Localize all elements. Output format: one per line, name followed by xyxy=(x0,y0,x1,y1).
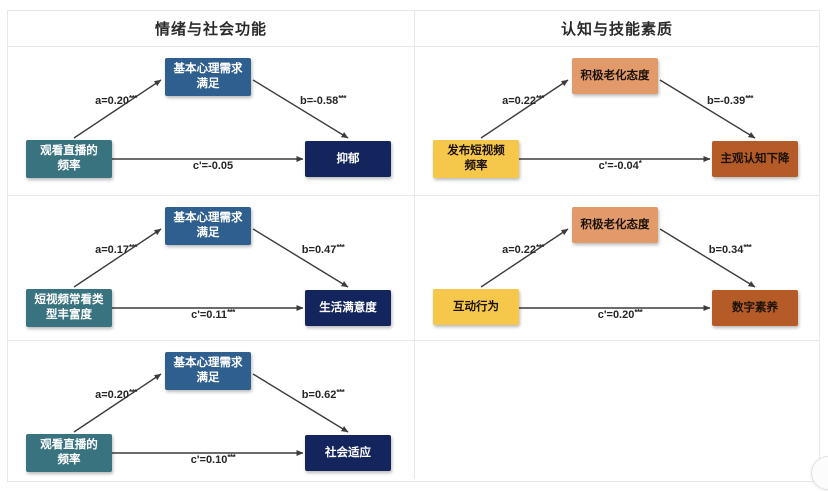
path-c-label: c'=-0.05 xyxy=(192,160,234,172)
mediator-box: 基本心理需求 满足 xyxy=(165,207,251,245)
path-b-label: b=-0.39*** xyxy=(706,94,754,107)
mediator-label-line2: 满足 xyxy=(196,77,220,90)
outcome-label: 抑郁 xyxy=(336,152,360,165)
path-b-label: b=0.47*** xyxy=(301,243,345,256)
predictor-label: 观看直播的 xyxy=(40,145,98,157)
path-b-arrow xyxy=(252,79,349,139)
column-title-cognition-skill: 认知与技能素质 xyxy=(560,21,673,38)
path-a-stars: *** xyxy=(536,243,544,252)
predictor-label-line2: 频率 xyxy=(57,159,81,172)
predictor-label-line2: 频率 xyxy=(57,453,81,466)
path-a-stars: *** xyxy=(536,94,544,103)
mediator-label: 基本心理需求 xyxy=(173,357,243,369)
mediator-label-line2: 满足 xyxy=(196,226,220,239)
path-b-stars: *** xyxy=(338,94,347,103)
predictor-box: 发布短视频 频率 xyxy=(433,140,519,178)
outcome-label: 社会适应 xyxy=(325,446,371,459)
mediator-label: 积极老化态度 xyxy=(580,218,650,231)
path-a-label: a=0.20*** xyxy=(95,388,137,401)
diagram-live-viewing-depression: 基本心理需求 满足 观看直播的 频率 抑郁 a=0.20*** b=-0.58*… xyxy=(8,47,415,196)
path-a-arrow xyxy=(73,373,162,433)
path-b-label: b=0.62*** xyxy=(301,388,345,401)
path-c-label: c'=-0.04* xyxy=(598,159,642,172)
mediator-box: 基本心理需求 满足 xyxy=(165,58,251,96)
outcome-label: 生活满意度 xyxy=(319,301,377,314)
diagram-video-variety-life-satisfaction: 基本心理需求 满足 短视频常看类 型丰富度 生活满意度 a=0.17*** b=… xyxy=(8,196,415,341)
column-title-emotion-social: 情绪与社会功能 xyxy=(154,21,267,38)
path-a-label: a=0.20*** xyxy=(95,94,137,107)
path-a-arrow xyxy=(480,228,569,288)
path-c-stars: *** xyxy=(227,308,235,317)
mediator-box: 积极老化态度 xyxy=(572,58,658,94)
path-a-label: a=0.22*** xyxy=(502,243,544,256)
column-header-cognition-skill: 认知与技能素质 xyxy=(415,11,819,47)
path-a-label: a=0.22*** xyxy=(502,94,544,107)
path-b-label: b=0.34*** xyxy=(708,243,752,256)
path-b-stars: *** xyxy=(336,243,345,252)
predictor-label-line2: 型丰富度 xyxy=(46,308,92,321)
predictor-label: 发布短视频 xyxy=(447,145,505,157)
path-b-stars: *** xyxy=(336,388,345,397)
predictor-box: 短视频常看类 型丰富度 xyxy=(26,289,112,327)
mediator-label: 基本心理需求 xyxy=(173,212,243,224)
path-a-arrow xyxy=(73,79,162,139)
path-b-arrow xyxy=(659,228,756,288)
path-b-stars: *** xyxy=(743,243,752,252)
predictor-box: 观看直播的 频率 xyxy=(26,434,112,472)
empty-panel xyxy=(415,341,819,479)
diagram-interaction-digital-literacy: 积极老化态度 互动行为 数字素养 a=0.22*** b=0.34*** c'=… xyxy=(415,196,819,341)
mediation-models-figure: 情绪与社会功能 认知与技能素质 基本心理需求 满足 观看直播的 频率 抑郁 a=… xyxy=(7,10,820,482)
path-a-arrow xyxy=(480,79,569,139)
path-c-stars: *** xyxy=(634,308,643,317)
predictor-box: 观看直播的 频率 xyxy=(26,140,112,178)
outcome-box: 数字素养 xyxy=(712,290,798,326)
predictor-label: 观看直播的 xyxy=(40,439,98,451)
path-c-label: c'=0.10*** xyxy=(190,453,236,466)
path-b-arrow xyxy=(252,373,349,433)
path-b-stars: *** xyxy=(745,94,754,103)
outcome-box: 抑郁 xyxy=(305,141,391,177)
mediator-box: 积极老化态度 xyxy=(572,207,658,243)
diagram-live-viewing-social-adaptation: 基本心理需求 满足 观看直播的 频率 社会适应 a=0.20*** b=0.62… xyxy=(8,341,415,479)
path-a-stars: *** xyxy=(129,388,137,397)
outcome-label: 主观认知下降 xyxy=(720,152,790,165)
predictor-label: 短视频常看类 xyxy=(34,294,104,306)
path-arrows xyxy=(73,79,349,162)
path-b-label: b=-0.58*** xyxy=(299,94,347,107)
mediator-label: 基本心理需求 xyxy=(173,63,243,75)
mediator-label: 积极老化态度 xyxy=(580,69,650,82)
path-a-stars: *** xyxy=(129,243,137,252)
predictor-box: 互动行为 xyxy=(433,289,519,325)
path-arrows xyxy=(480,228,756,311)
predictor-label-line2: 频率 xyxy=(464,159,488,172)
outcome-box: 生活满意度 xyxy=(305,290,391,326)
path-b-arrow xyxy=(659,79,756,139)
mediator-box: 基本心理需求 满足 xyxy=(165,352,251,390)
path-c-label: c'=0.11*** xyxy=(191,308,235,321)
predictor-label: 互动行为 xyxy=(453,300,499,313)
outcome-box: 社会适应 xyxy=(305,435,391,471)
path-a-label: a=0.17*** xyxy=(95,243,137,256)
diagram-posting-cognitive-decline: 积极老化态度 发布短视频 频率 主观认知下降 a=0.22*** b=-0.39… xyxy=(415,47,819,196)
path-c-label: c'=0.20*** xyxy=(597,308,643,321)
outcome-box: 主观认知下降 xyxy=(712,141,798,177)
path-b-arrow xyxy=(252,228,349,288)
path-arrows xyxy=(73,373,349,456)
path-a-stars: *** xyxy=(129,94,137,103)
mediator-label-line2: 满足 xyxy=(196,371,220,384)
outcome-label: 数字素养 xyxy=(732,301,778,314)
path-c-stars: * xyxy=(638,159,642,168)
path-arrows xyxy=(73,228,349,311)
path-arrows xyxy=(480,79,756,162)
path-c-stars: *** xyxy=(227,453,236,462)
column-header-emotion-social: 情绪与社会功能 xyxy=(8,11,415,47)
path-a-arrow xyxy=(73,228,162,288)
